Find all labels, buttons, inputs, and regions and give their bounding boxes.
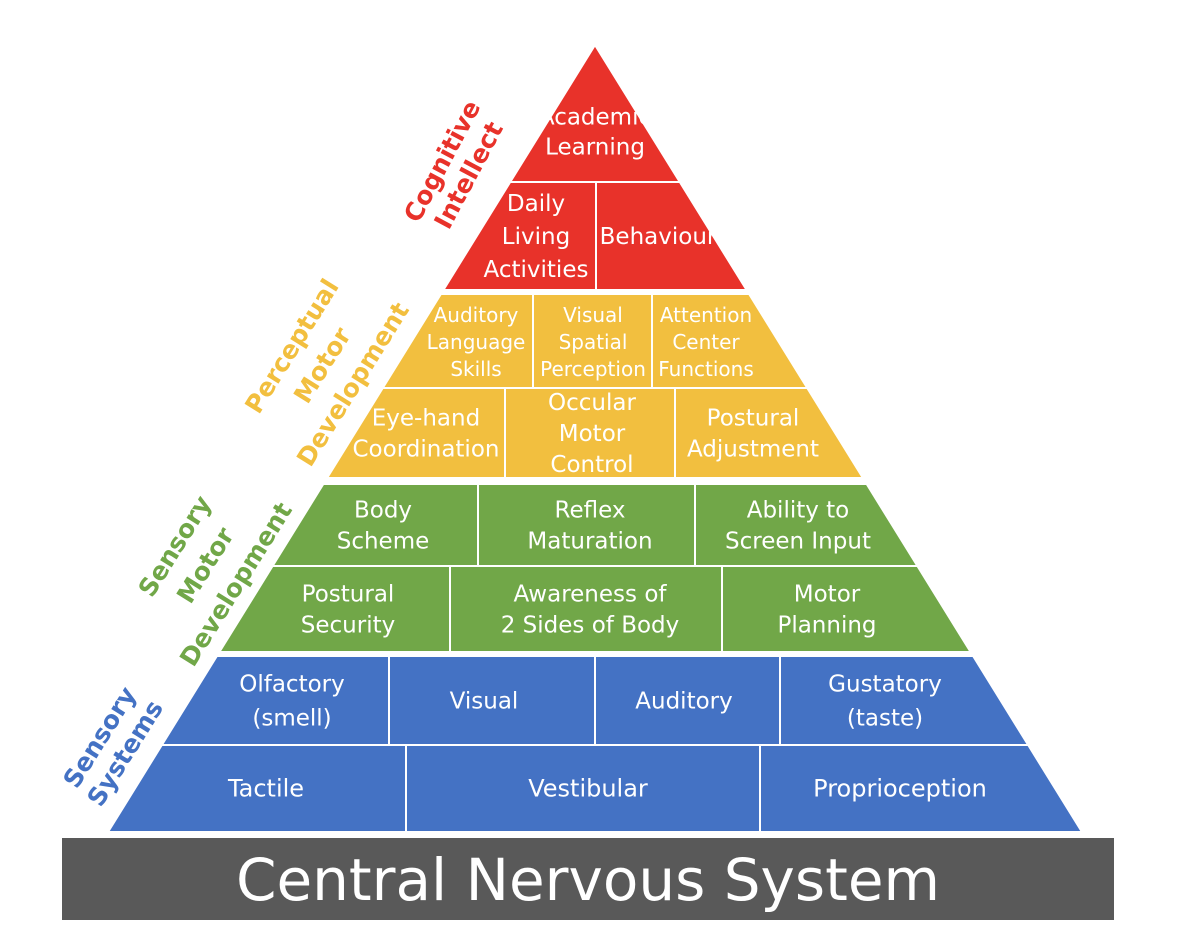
cell-line: Eye-hand [372, 406, 480, 432]
cell-line: Occular [548, 390, 636, 416]
cell-line: Adjustment [687, 437, 819, 463]
cell-line: Proprioception [813, 775, 987, 803]
pyramid-cell-auditory: Auditory [635, 689, 732, 715]
central-nervous-system-label: Central Nervous System [236, 846, 940, 914]
central-nervous-system-bar [62, 838, 1114, 920]
cell-line: Auditory [434, 303, 519, 327]
cell-line: Perception [540, 357, 646, 381]
pyramid-cell-tactile: Tactile [227, 775, 304, 803]
cell-line: Tactile [227, 775, 304, 803]
cell-line: Gustatory [828, 672, 942, 698]
cell-line: Attention [660, 303, 752, 327]
cell-line: Screen Input [725, 529, 871, 555]
cell-line: Visual [563, 303, 623, 327]
cell-line: Coordination [353, 437, 500, 463]
cell-line: Planning [777, 613, 876, 639]
cell-line: Reflex [555, 498, 626, 524]
cell-line: Postural [707, 406, 800, 432]
sensory-systems-row-2-band [106, 744, 1084, 833]
cell-line: Activities [484, 257, 589, 283]
cell-line: 2 Sides of Body [501, 613, 680, 639]
cell-line: Visual [450, 689, 519, 715]
cell-line: Spatial [559, 330, 628, 354]
cell-line: Awareness of [514, 582, 668, 608]
cell-line: Functions [658, 357, 754, 381]
cell-line: Motor [559, 421, 626, 447]
pyramid-cell-proprioception: Proprioception [813, 775, 987, 803]
cell-line: Center [672, 330, 740, 354]
cell-line: Scheme [337, 529, 430, 555]
pyramid-cell-vestibular: Vestibular [528, 775, 648, 803]
cell-line: Body [354, 498, 412, 524]
perceptual-row-2-band [325, 387, 865, 479]
cell-line: Skills [450, 357, 501, 381]
cell-line: Security [301, 613, 395, 639]
cell-line: Auditory [635, 689, 732, 715]
cell-line: Motor [794, 582, 861, 608]
sensory-motor-row-2-band [217, 565, 973, 653]
cell-line: Learning [545, 135, 645, 161]
pyramid-cell-olfactory-smell: Olfactory (smell) [239, 672, 345, 732]
cell-line: Academic [539, 105, 651, 131]
cell-line: Postural [302, 582, 395, 608]
cell-line: Ability to [747, 498, 850, 524]
cell-line: Daily [507, 191, 565, 217]
cell-line: (taste) [847, 706, 923, 732]
cell-line: Behaviour [600, 224, 717, 250]
pyramid-cell-gustatory-taste: Gustatory (taste) [828, 672, 942, 732]
cell-line: Maturation [527, 529, 652, 555]
cell-line: Control [550, 452, 633, 478]
cell-line: Language [427, 330, 526, 354]
cell-line: Olfactory [239, 672, 345, 698]
cell-line: (smell) [252, 706, 331, 732]
pyramid-cell-behaviour: Behaviour [600, 224, 717, 250]
pyramid-cell-visual: Visual [450, 689, 519, 715]
pyramid-cell-awareness-of-2-sides-of-body: Awareness of 2 Sides of Body [501, 582, 680, 639]
cell-line: Living [502, 224, 570, 250]
level-sensory-systems: Olfactory (smell) Visual Auditory Gustatory (… [106, 655, 1084, 833]
base-bar: Central Nervous System [62, 838, 1114, 920]
pyramid-cell-ability-to-screen-input: Ability to Screen Input [725, 498, 871, 555]
cell-line: Vestibular [528, 775, 648, 803]
